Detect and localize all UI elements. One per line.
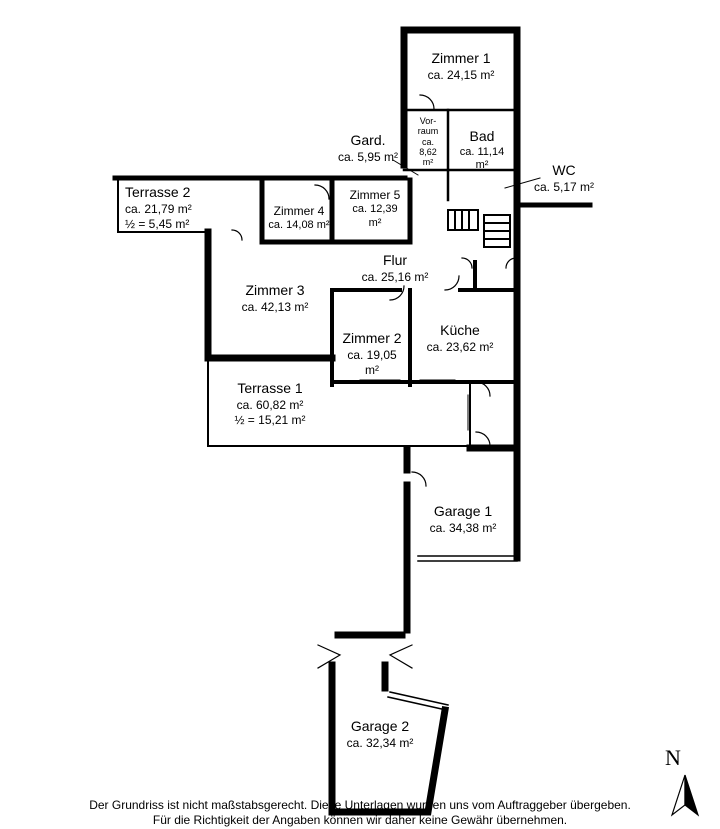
room-name: Garage 1 bbox=[433, 503, 493, 519]
wall-zimmer4-5 bbox=[259, 177, 413, 245]
room-name: Zimmer 3 bbox=[245, 282, 305, 298]
wall-zimmer1-block bbox=[400, 26, 521, 199]
room-area: ca. 32,34 m² bbox=[346, 735, 414, 750]
room-flur: Flur ca. 25,16 m² bbox=[345, 252, 445, 285]
garage2-door bbox=[387, 691, 449, 711]
wall-garage1 bbox=[403, 381, 521, 634]
room-area-line1: ca. bbox=[421, 136, 434, 147]
disclaimer: Der Grundriss ist nicht maßstabsgerecht.… bbox=[0, 798, 720, 828]
room-name: Gard. bbox=[350, 132, 386, 148]
wall-interior-main bbox=[330, 260, 519, 387]
wall-terrasse1 bbox=[207, 357, 471, 447]
wall-garage2 bbox=[328, 631, 450, 816]
room-name-line2: raum bbox=[417, 126, 439, 137]
room-zimmer3: Zimmer 3 ca. 42,13 m² bbox=[225, 282, 325, 315]
room-zimmer4: Zimmer 4 ca. 14,08 m² bbox=[264, 204, 334, 233]
wall-interior-upper bbox=[402, 108, 519, 202]
compass-arrow bbox=[670, 774, 700, 817]
room-garage1: Garage 1 ca. 34,38 m² bbox=[415, 503, 511, 536]
room-name: Zimmer 4 bbox=[273, 204, 325, 218]
room-zimmer1: Zimmer 1 ca. 24,15 m² bbox=[416, 50, 506, 83]
room-name: Flur bbox=[382, 252, 408, 268]
stairs bbox=[447, 209, 511, 248]
room-name: Garage 2 bbox=[350, 718, 410, 734]
room-kueche: Küche ca. 23,62 m² bbox=[415, 322, 505, 355]
room-garage2: Garage 2 ca. 32,34 m² bbox=[335, 718, 425, 751]
room-half-area: ½ = 15,21 m² bbox=[234, 412, 306, 427]
room-wc: WC ca. 5,17 m² bbox=[526, 162, 602, 195]
room-area-line2: m² bbox=[475, 159, 489, 172]
room-area: ca. 5,17 m² bbox=[533, 179, 595, 194]
room-name: Zimmer 5 bbox=[349, 188, 401, 202]
label-pointers bbox=[392, 159, 541, 189]
room-gard: Gard. ca. 5,95 m² bbox=[332, 132, 404, 165]
room-area: ca. 14,08 m² bbox=[268, 219, 330, 231]
disclaimer-line1: Der Grundriss ist nicht maßstabsgerecht.… bbox=[89, 798, 631, 812]
room-area-line1: ca. 19,05 bbox=[347, 347, 397, 362]
wall-terrasse2 bbox=[117, 179, 209, 233]
room-terrasse2: Terrasse 2 ca. 21,79 m² ½ = 5,45 m² bbox=[125, 184, 215, 232]
room-area-line1: ca. 11,14 bbox=[459, 145, 505, 158]
room-half-area: ½ = 5,45 m² bbox=[125, 216, 190, 231]
room-terrasse1: Terrasse 1 ca. 60,82 m² ½ = 15,21 m² bbox=[220, 380, 320, 428]
room-area-line3: m² bbox=[422, 157, 434, 168]
room-area-line1: ca. 12,39 bbox=[352, 203, 398, 215]
windows bbox=[127, 69, 516, 431]
room-area-line2: m² bbox=[368, 216, 382, 229]
room-zimmer5: Zimmer 5 ca. 12,39 m² bbox=[340, 188, 410, 231]
room-area: ca. 5,95 m² bbox=[337, 149, 399, 164]
door-swings bbox=[231, 94, 517, 669]
room-area-line2: m² bbox=[365, 362, 379, 377]
room-area: ca. 60,82 m² bbox=[236, 397, 304, 412]
room-vorraum: Vor- raum ca. 8,62 m² bbox=[410, 116, 446, 168]
room-name: Bad bbox=[469, 128, 495, 144]
room-area: ca. 34,38 m² bbox=[429, 520, 497, 535]
room-area: ca. 23,62 m² bbox=[426, 339, 494, 354]
room-area: ca. 21,79 m² bbox=[125, 201, 192, 216]
compass-north-label: N bbox=[665, 745, 681, 770]
room-name-line1: Vor- bbox=[419, 116, 437, 126]
disclaimer-line2: Für die Richtigkeit der Angaben können w… bbox=[152, 813, 568, 827]
room-name: Terrasse 1 bbox=[237, 380, 303, 396]
room-zimmer2: Zimmer 2 ca. 19,05 m² bbox=[335, 330, 409, 378]
room-area: ca. 25,16 m² bbox=[361, 269, 429, 284]
room-name: Terrasse 2 bbox=[125, 184, 191, 200]
room-area-line2: 8,62 bbox=[419, 147, 437, 158]
room-area: ca. 24,15 m² bbox=[427, 67, 495, 82]
garage1-door bbox=[417, 555, 518, 562]
room-name: Küche bbox=[440, 322, 480, 338]
room-area: ca. 42,13 m² bbox=[241, 299, 309, 314]
room-name: WC bbox=[552, 162, 576, 178]
room-bad: Bad ca. 11,14 m² bbox=[452, 128, 512, 173]
room-name: Zimmer 1 bbox=[431, 50, 491, 66]
room-name: Zimmer 2 bbox=[342, 330, 402, 346]
